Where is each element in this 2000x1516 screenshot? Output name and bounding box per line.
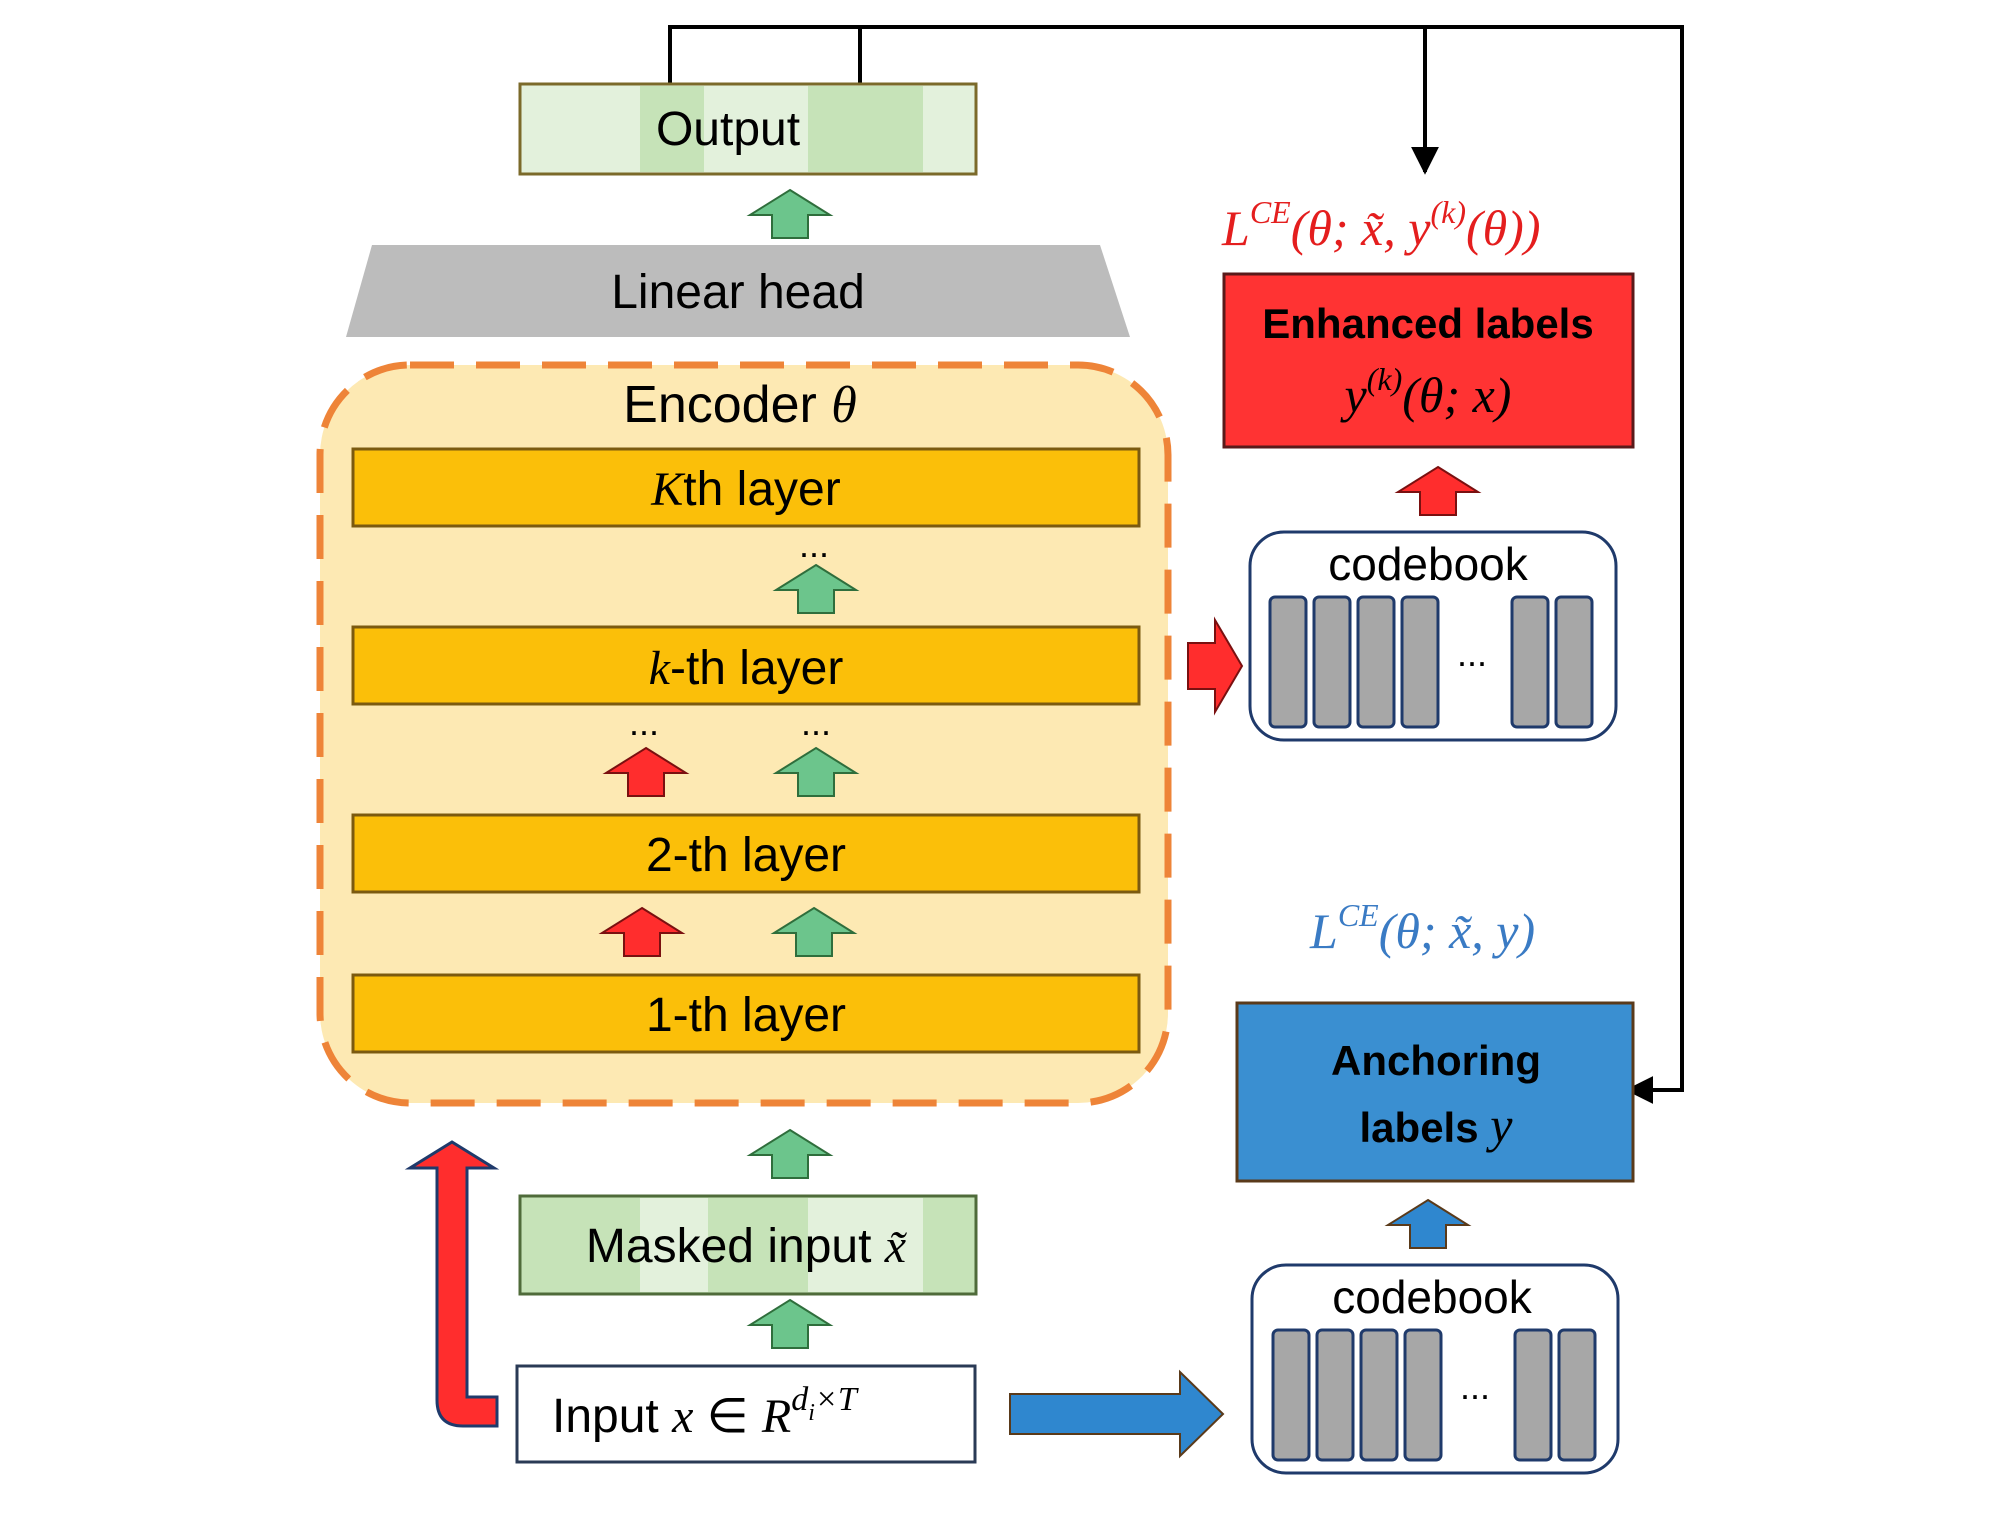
enhanced-labels-section: LCE(θ; x̃, y(k)(θ)) Enhanced labels y(k)… <box>1221 194 1635 449</box>
blue-arrow-codebook-to-anchoring <box>1384 1198 1472 1249</box>
anchoring-labels-title-line1: Anchoring <box>1331 1037 1541 1084</box>
codebook-top-ellipsis: ... <box>1457 633 1487 674</box>
red-arrow-layer-to-codebook <box>1187 616 1244 716</box>
codebook-bottom-label: codebook <box>1332 1271 1532 1323</box>
green-arrow-head-to-output <box>746 188 834 239</box>
green-arrow-layers-upper <box>772 563 860 614</box>
input-label: Input x ∈ Rdi×T <box>552 1381 859 1443</box>
anchoring-labels-section: LCE(θ; x̃, y) Anchoring labels y <box>1235 897 1635 1183</box>
codebook-bottom-vector <box>1557 1328 1597 1462</box>
masked-input-label: Masked input x̃ <box>586 1220 907 1273</box>
layer-1-label: 1-th layer <box>646 989 846 1042</box>
layer-kth-upper <box>351 447 1141 528</box>
layer-2-label: 2-th layer <box>646 829 846 882</box>
codebook-top-vector <box>1400 595 1440 729</box>
encoder-block: Encoder θ Kth layer ... k-th layer ... .… <box>316 361 1172 1107</box>
codebook-top-vector <box>1268 595 1308 729</box>
codebook-bottom-ellipsis: ... <box>1460 1366 1490 1407</box>
red-arrow-layers-upper <box>602 746 690 797</box>
enhanced-labels-formula: y(k)(θ; x) <box>1340 361 1512 423</box>
codebook-top: codebook ... <box>1248 530 1618 742</box>
enhanced-labels-box <box>1222 272 1635 449</box>
codebook-top-vector <box>1510 595 1550 729</box>
codebook-top-bars <box>1268 595 1594 729</box>
anchoring-labels-box <box>1235 1001 1635 1183</box>
masked-input-box: Masked input x̃ <box>518 1194 978 1296</box>
output-label: Output <box>656 103 800 156</box>
green-arrow-layers-mid <box>772 746 860 797</box>
layer-kth-lower-label: k-th layer <box>649 642 844 695</box>
feedback-connectors <box>668 25 1684 1104</box>
layer-kth-lower <box>351 625 1141 706</box>
encoder-title: Encoder θ <box>623 376 857 434</box>
blue-arrow-input-to-codebook <box>1009 1369 1225 1459</box>
output-to-enhanced-connector <box>668 25 1439 175</box>
codebook-bottom-vector <box>1271 1328 1311 1462</box>
red-arrow-layers-lower <box>598 906 686 957</box>
codebook-top-vector <box>1312 595 1352 729</box>
ellipsis-green-top: ... <box>799 524 829 565</box>
ellipsis-red: ... <box>629 702 659 743</box>
codebook-top-vector <box>1356 595 1396 729</box>
anchoring-loss: LCE(θ; x̃, y) <box>1309 897 1535 959</box>
green-arrow-masked-to-encoder <box>746 1128 834 1179</box>
codebook-bottom-vector <box>1359 1328 1399 1462</box>
linear-head: Linear head <box>346 245 1130 337</box>
layer-2 <box>351 813 1141 894</box>
ellipsis-green-mid: ... <box>801 702 831 743</box>
green-arrow-layers-lower <box>770 906 858 957</box>
anchoring-labels-title-line2: labels y <box>1360 1097 1514 1153</box>
codebook-bottom-vector <box>1315 1328 1355 1462</box>
codebook-top-label: codebook <box>1328 538 1528 590</box>
codebook-top-vector <box>1554 595 1594 729</box>
codebook-bottom: codebook ... <box>1250 1263 1620 1475</box>
output-to-anchoring-connector <box>1425 25 1684 1104</box>
green-arrow-input-to-masked <box>746 1298 834 1349</box>
enhanced-loss: LCE(θ; x̃, y(k)(θ)) <box>1221 194 1540 256</box>
codebook-bottom-bars <box>1271 1328 1597 1462</box>
input-box: Input x ∈ Rdi×T <box>515 1364 977 1464</box>
codebook-bottom-vector <box>1513 1328 1553 1462</box>
red-bypass-arrow <box>404 1140 500 1428</box>
layer-kth-upper-label: Kth layer <box>650 463 840 516</box>
codebook-bottom-vector <box>1403 1328 1443 1462</box>
linear-head-label: Linear head <box>611 266 865 319</box>
output-box: Output <box>518 82 978 176</box>
layer-1 <box>351 973 1141 1054</box>
red-arrow-codebook-to-enhanced <box>1394 465 1482 516</box>
enhanced-labels-title: Enhanced labels <box>1262 300 1593 347</box>
